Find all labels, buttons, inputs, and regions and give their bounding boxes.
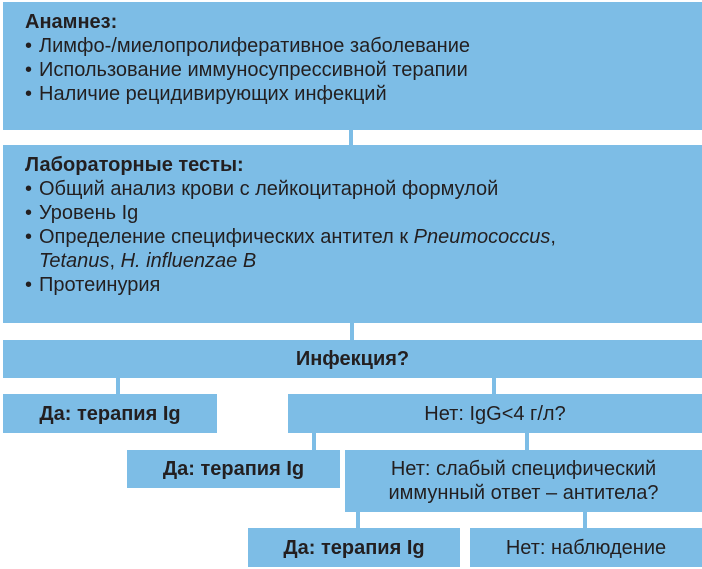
question-line: иммунный ответ – антитела?	[388, 482, 659, 504]
pathogen: Pneumococcus	[413, 226, 551, 248]
list-item: Использование иммуносупрессивной терапии	[25, 58, 702, 82]
connector	[116, 378, 120, 394]
observation-box: Нет: наблюдение	[470, 528, 702, 567]
connector	[312, 433, 316, 450]
list-item: Протеинурия	[25, 273, 702, 297]
pathogen: H. influenzae B	[120, 250, 257, 272]
history-box: Анамнез: Лимфо-/миелопролиферативное заб…	[3, 2, 702, 130]
connector	[492, 378, 496, 394]
infection-box: Инфекция?	[3, 340, 702, 378]
sep: ,	[109, 250, 121, 272]
item-text: Определение специфических антител к	[39, 226, 414, 248]
list-item: Общий анализ крови с лейкоцитарной форму…	[25, 177, 702, 201]
question-line: Нет: слабый специфический	[390, 458, 657, 480]
connector	[350, 323, 354, 340]
antibody-question-box: Нет: слабый специфический иммунный ответ…	[345, 450, 702, 512]
list-item: Определение специфических антител к Pneu…	[25, 225, 702, 273]
list-item: Уровень Ig	[25, 201, 702, 225]
labs-title: Лабораторные тесты:	[25, 154, 244, 176]
connector	[525, 433, 529, 450]
sep: ,	[550, 226, 556, 248]
connector	[583, 512, 587, 528]
connector	[349, 130, 353, 145]
igg-question-box: Нет: IgG<4 г/л?	[288, 394, 702, 433]
yes-therapy-box-1: Да: терапия Ig	[3, 394, 217, 433]
yes-therapy-box-2: Да: терапия Ig	[127, 450, 340, 488]
pathogen: Tetanus	[39, 250, 110, 272]
history-title: Анамнез:	[25, 11, 118, 33]
yes-therapy-box-3: Да: терапия Ig	[248, 528, 460, 567]
connector	[356, 512, 360, 528]
labs-box: Лабораторные тесты: Общий анализ крови с…	[3, 145, 702, 323]
list-item: Лимфо-/миелопролиферативное заболевание	[25, 34, 702, 58]
list-item: Наличие рецидивирующих инфекций	[25, 82, 702, 106]
